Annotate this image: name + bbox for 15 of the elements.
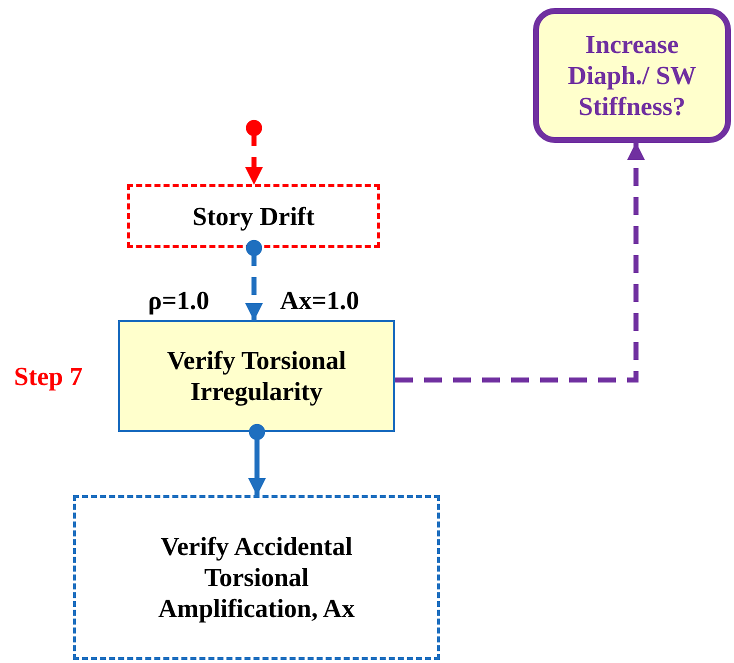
parameter-label: Ax=1.0 (280, 286, 360, 316)
arrow (245, 240, 263, 321)
process-box (73, 495, 440, 660)
parameter-label: ρ=1.0 (148, 286, 210, 316)
node-text: Verify Accidental Torsional Amplification, Ax (157, 531, 356, 624)
process-box (118, 320, 395, 432)
decision-box (533, 8, 731, 143)
arrow (245, 120, 263, 185)
process-box (127, 184, 380, 248)
arrow (248, 424, 266, 496)
node-text: Increase Diaph./ SW Stiffness? (566, 29, 698, 122)
node-text: Verify Torsional Irregularity (166, 345, 347, 407)
step-label: Step 7 (14, 362, 83, 392)
node-text: Story Drift (192, 200, 314, 232)
arrow (395, 142, 645, 382)
